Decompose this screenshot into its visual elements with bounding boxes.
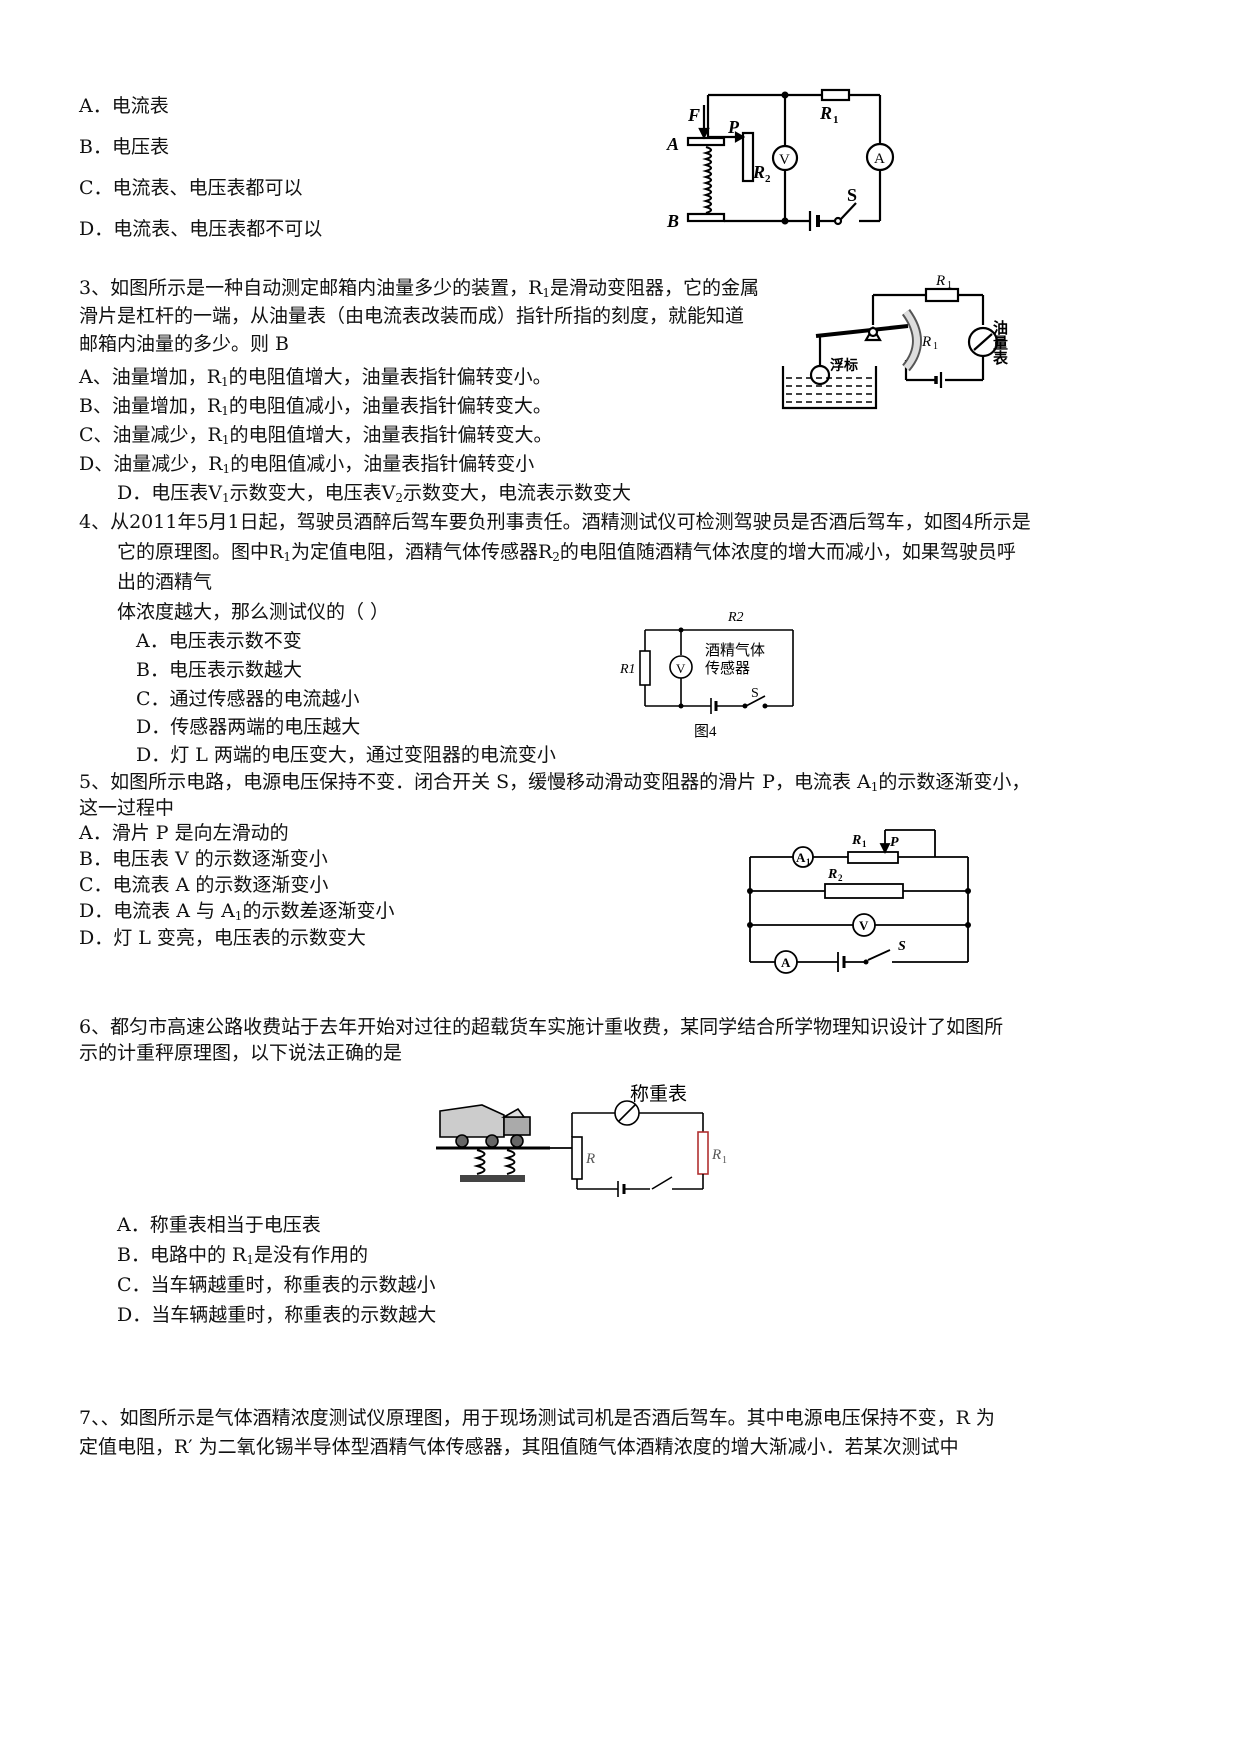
q2-circuit-figure: F A P R 1 R 2 V A S B bbox=[666, 88, 895, 231]
q5-option-a: A．滑片 P 是向左滑动的 bbox=[79, 822, 289, 844]
q2-option-b: B．电压表 bbox=[79, 136, 169, 158]
q3-fig-label-r1-top: R bbox=[935, 273, 945, 289]
q4-fig-voltmeter-v: V bbox=[676, 661, 686, 676]
q2-option-a: A．电流表 bbox=[79, 95, 169, 117]
q5-stem-line2: 这一过程中 bbox=[79, 797, 175, 819]
q5-option-e: D．灯 L 变亮，电压表的示数变大 bbox=[79, 927, 366, 949]
q2-option-c: C．电流表、电压表都可以 bbox=[79, 177, 303, 199]
q4-fig-sensor-label-1: 酒精气体 bbox=[705, 642, 765, 659]
q4-stem-line3: 出的酒精气 bbox=[117, 571, 213, 593]
q5-option-c: C．电流表 A 的示数逐渐变小 bbox=[79, 874, 329, 896]
q5-stem-line1: 5、如图所示电路，电源电压保持不变．闭合开关 S，缓慢移动滑动变阻器的滑片 P，… bbox=[79, 771, 1031, 794]
q2-fig-voltmeter-v: V bbox=[779, 152, 790, 168]
q5-fig-ammeter-a: A bbox=[781, 955, 791, 970]
q2-fig-label-f: F bbox=[687, 105, 700, 125]
q5-fig-label-r1-sub: 1 bbox=[862, 839, 867, 849]
q4-fig-label-r1: R1 bbox=[619, 662, 636, 677]
q6-stem-line2: 示的计重秤原理图，以下说法正确的是 bbox=[79, 1042, 403, 1064]
q4-option-a: A．电压表示数不变 bbox=[136, 630, 302, 652]
q6-fig-meter-label: 称重表 bbox=[630, 1083, 687, 1105]
q3-option-c: C、油量减少，R1的电阻值增大，油量表指针偏转变大。 bbox=[79, 424, 553, 447]
q6-option-d: D．当车辆越重时，称重表的示数越大 bbox=[117, 1304, 437, 1326]
q5-fig-label-r1: R bbox=[851, 833, 861, 848]
q3-stem-line1: 3、如图所示是一种自动测定邮箱内油量多少的装置，R1是滑动变阻器，它的金属 bbox=[79, 277, 760, 300]
q2-fig-label-r1-sub: 1 bbox=[833, 114, 839, 126]
q4-stem-line2: 它的原理图。图中R1为定值电阻，酒精气体传感器R2的电阻值随酒精气体浓度的增大而… bbox=[117, 541, 1016, 564]
q5-option-d: D．电流表 A 与 A1的示数差逐渐变小 bbox=[79, 900, 395, 923]
q3-fig-label-r1-top-sub: 1 bbox=[947, 280, 952, 291]
q4-fig-label-s: S bbox=[751, 686, 759, 701]
q4-stem-line4: 体浓度越大，那么测试仪的（ ） bbox=[117, 601, 390, 623]
q2-fig-label-r2-sub: 2 bbox=[765, 173, 771, 185]
q2-fig-label-s: S bbox=[847, 185, 857, 205]
q6-stem-line1: 6、都匀市高速公路收费站于去年开始对过往的超载货车实施计重收费，某同学结合所学物… bbox=[79, 1016, 1004, 1038]
q6-fig-label-r1-sub: 1 bbox=[722, 1155, 727, 1166]
q7-stem-line2: 定值电阻，R′ 为二氧化锡半导体型酒精气体传感器，其阻值随气体酒精浓度的增大渐减… bbox=[79, 1436, 959, 1458]
q6-weighbridge-figure: 称重表 R R 1 bbox=[436, 1083, 727, 1197]
q3-fig-float-label: 浮标 bbox=[830, 357, 858, 374]
q4-stem-line1: 4、从2011年5月1日起，驾驶员酒醉后驾车要负刑事责任。酒精测试仪可检测驾驶员… bbox=[79, 511, 1031, 533]
q6-option-c: C．当车辆越重时，称重表的示数越小 bbox=[117, 1274, 436, 1296]
q3-oil-gauge-figure: R 1 R 1 油量表 浮标 bbox=[781, 273, 1008, 410]
stray-option-line: D．电压表V1示数变大，电压表V2示数变大，电流表示数变大 bbox=[117, 482, 631, 505]
q2-fig-label-a: A bbox=[666, 134, 679, 154]
q2-fig-label-r2: R bbox=[752, 162, 765, 182]
q4-option-d: D．传感器两端的电压越大 bbox=[136, 716, 361, 738]
q5-fig-ammeter-a1: A bbox=[796, 850, 806, 865]
q7-stem-line1: 7、、如图所示是气体酒精浓度测试仪原理图，用于现场测试司机是否酒后驾车。其中电源… bbox=[79, 1407, 995, 1429]
q4-fig-label-r2: R2 bbox=[727, 610, 744, 625]
q5-fig-ammeter-a1-sub: 1 bbox=[806, 857, 811, 867]
q4-option-c: C．通过传感器的电流越小 bbox=[136, 688, 360, 710]
q2-fig-label-b: B bbox=[666, 211, 679, 231]
q2-fig-label-r1: R bbox=[819, 103, 832, 123]
q5-fig-label-r2: R bbox=[827, 867, 837, 882]
q5-fig-label-r2-sub: 2 bbox=[838, 873, 843, 883]
q3-option-a: A、油量增加，R1的电阻值增大，油量表指针偏转变小。 bbox=[79, 366, 552, 389]
q4-option-b: B．电压表示数越大 bbox=[136, 659, 302, 681]
q3-stem-line3: 邮箱内油量的多少。则 B bbox=[79, 333, 290, 355]
q3-fig-label-r1-arc-sub: 1 bbox=[933, 341, 938, 352]
q4-fig-caption: 图4 bbox=[694, 723, 717, 740]
q3-option-d: D、油量减少，R1的电阻值减小，油量表指针偏转变小 bbox=[79, 453, 535, 476]
q3-fig-meter-label: 油量表 bbox=[991, 319, 1008, 366]
q6-fig-label-r: R bbox=[585, 1151, 595, 1167]
q2-fig-label-p: P bbox=[727, 117, 740, 137]
q6-option-b: B．电路中的 R1是没有作用的 bbox=[117, 1244, 368, 1267]
q5-fig-label-s: S bbox=[898, 939, 906, 954]
q3-fig-label-r1-arc: R bbox=[921, 334, 931, 350]
q4-fig-sensor-label-2: 传感器 bbox=[705, 660, 750, 677]
q4-option-d2: D．灯 L 两端的电压变大，通过变阻器的电流变小 bbox=[136, 744, 556, 766]
q4-breathalyzer-figure: R2 R1 V 酒精气体 传感器 S 图4 bbox=[619, 610, 794, 740]
q2-fig-ammeter-a: A bbox=[874, 151, 885, 167]
q3-option-b: B、油量增加，R1的电阻值减小，油量表指针偏转变大。 bbox=[79, 395, 552, 418]
q2-option-d: D．电流表、电压表都不可以 bbox=[79, 218, 323, 240]
q6-fig-label-r1: R bbox=[711, 1147, 721, 1163]
q5-circuit-figure: A 1 R 1 P R 2 V A S bbox=[747, 829, 971, 974]
q5-option-b: B．电压表 V 的示数逐渐变小 bbox=[79, 848, 328, 870]
q5-fig-label-p: P bbox=[890, 835, 899, 850]
q6-option-a: A．称重表相当于电压表 bbox=[117, 1214, 321, 1236]
q5-fig-voltmeter-v: V bbox=[859, 918, 869, 933]
q3-stem-line2: 滑片是杠杆的一端，从油量表（由电流表改装而成）指针所指的刻度，就能知道 bbox=[79, 305, 745, 327]
